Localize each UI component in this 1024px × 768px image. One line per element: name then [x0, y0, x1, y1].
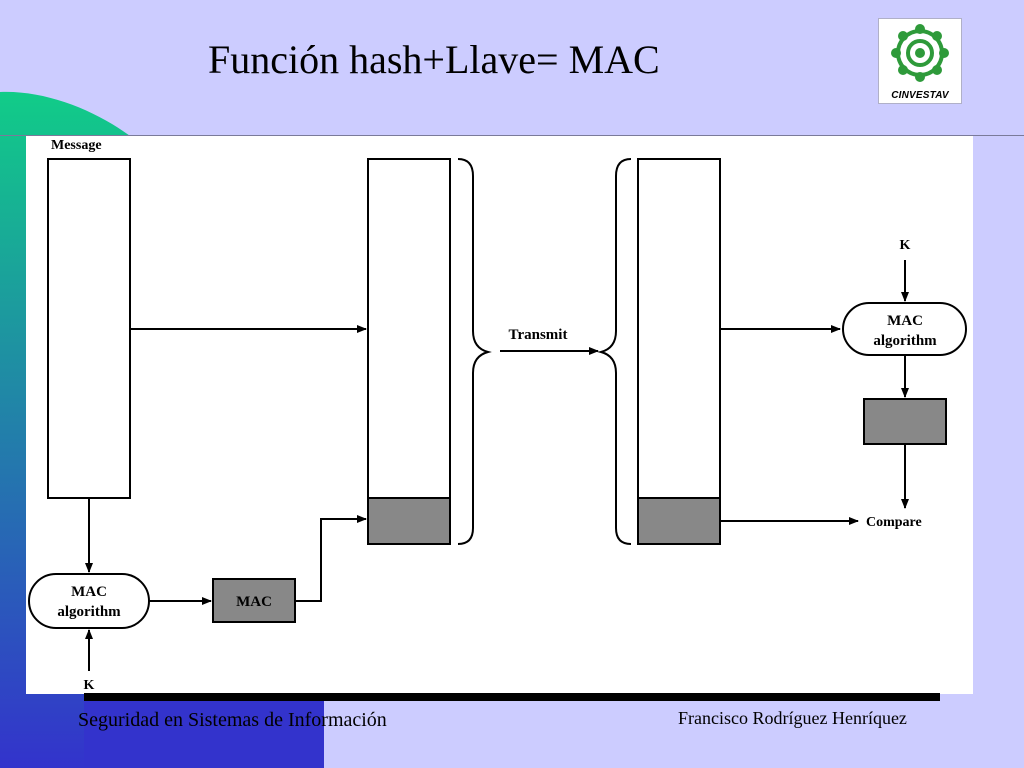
- mac-diagram: Message MAC algorithm K MAC Transmit: [26, 136, 973, 694]
- cinvestav-logo: CINVESTAV: [878, 18, 962, 104]
- sender-k-label: K: [84, 678, 95, 693]
- mac-box-label: MAC: [236, 594, 272, 610]
- sender-mac-algorithm-line2: algorithm: [57, 604, 121, 620]
- sender-mac-algorithm-line1: MAC: [71, 584, 107, 600]
- footer-course: Seguridad en Sistemas de Información: [78, 709, 387, 731]
- header-divider: [0, 135, 1024, 136]
- sender-brace: [457, 158, 492, 545]
- mac-to-appended-arrow: [295, 515, 367, 602]
- sender-transmitted-mac: [367, 497, 451, 545]
- message-label: Message: [51, 138, 102, 153]
- logo-text: CINVESTAV: [891, 90, 949, 101]
- receiver-brace: [597, 158, 632, 545]
- footer-bar: [84, 693, 940, 701]
- slide-title: Función hash+Llave= MAC: [208, 37, 660, 82]
- receiver-mac: [637, 497, 721, 545]
- logo-emblem-icon: [891, 24, 949, 82]
- compare-label: Compare: [866, 515, 922, 530]
- footer-author: Francisco Rodríguez Henríquez: [678, 708, 907, 728]
- receiver-message: [637, 158, 721, 499]
- receiver-mac-algorithm-line1: MAC: [887, 313, 923, 329]
- receiver-computed-mac: [863, 398, 947, 445]
- receiver-k-label: K: [900, 238, 911, 253]
- sender-transmitted-message: [367, 158, 451, 499]
- sender-message-box: [47, 158, 131, 499]
- receiver-mac-algorithm-line2: algorithm: [873, 333, 937, 349]
- transmit-label: Transmit: [509, 327, 568, 343]
